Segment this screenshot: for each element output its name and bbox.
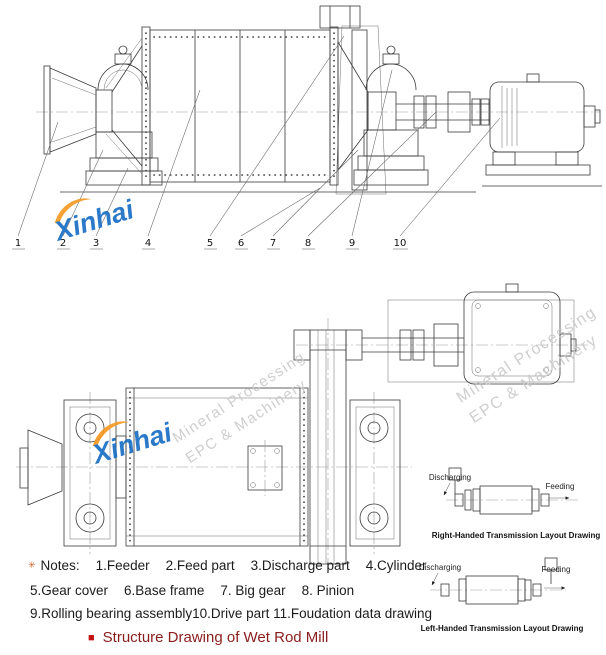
plan-view bbox=[16, 283, 590, 572]
notes-row-1: ✳ Notes: 1.Feeder 2.Feed part 3.Discharge pa… bbox=[28, 558, 443, 573]
part-number-row: 1 2 3 4 5 6 7 8 9 10 bbox=[12, 238, 408, 250]
note-item-cylinder: 4.Cylinder bbox=[365, 558, 427, 573]
note-item-bearing-drive-foundation: 9.Rolling bearing assembly10.Drive part … bbox=[30, 606, 432, 621]
drawing-title: ■ Structure Drawing of Wet Rod Mill bbox=[88, 629, 328, 646]
note-item-base-frame: 6.Base frame bbox=[124, 583, 205, 598]
part-number-3: 3 bbox=[93, 238, 99, 249]
part-number-8: 8 bbox=[305, 238, 311, 249]
leader-lines bbox=[17, 35, 501, 237]
part-number-4: 4 bbox=[145, 238, 151, 249]
notes-row-2: 5.Gear cover 6.Base frame 7. Big gear 8. Pi… bbox=[30, 583, 370, 598]
feeding-label-left: Feeding bbox=[542, 565, 571, 574]
note-item-big-gear: 7. Big gear bbox=[220, 583, 286, 598]
part-number-2: 2 bbox=[60, 238, 66, 249]
transmission-left-caption: Left-Handed Transmission Layout Drawing bbox=[421, 624, 584, 633]
drawing-title-text: Structure Drawing of Wet Rod Mill bbox=[102, 629, 329, 646]
notes-label: Notes: bbox=[40, 558, 80, 573]
part-number-1: 1 bbox=[15, 238, 21, 249]
note-item-discharge-part: 3.Discharge part bbox=[250, 558, 350, 573]
transmission-right-caption: Right-Handed Transmission Layout Drawing bbox=[432, 531, 601, 540]
title-bullet-icon: ■ bbox=[88, 632, 95, 644]
discharging-label-right: Discharging bbox=[429, 473, 471, 482]
transmission-left-diagram: Discharging Feeding Left-Handed Transmis… bbox=[419, 557, 584, 633]
note-item-feed-part: 2.Feed part bbox=[165, 558, 235, 573]
transmission-right-diagram: Discharging Feeding Right-Handed Transmi… bbox=[429, 467, 601, 540]
notes-row-3: 9.Rolling bearing assembly10.Drive part … bbox=[30, 606, 448, 621]
discharging-label-left: Discharging bbox=[419, 563, 461, 572]
part-number-5: 5 bbox=[207, 238, 213, 249]
note-item-feeder: 1.Feeder bbox=[95, 558, 150, 573]
part-number-7: 7 bbox=[270, 238, 276, 249]
notes-marker-icon: ✳ bbox=[28, 560, 36, 570]
note-item-pinion: 8. Pinion bbox=[301, 583, 355, 598]
side-elevation-view bbox=[36, 5, 602, 195]
part-number-10: 10 bbox=[394, 238, 407, 249]
note-item-gear-cover: 5.Gear cover bbox=[30, 583, 109, 598]
feeding-label-right: Feeding bbox=[546, 482, 575, 491]
part-number-9: 9 bbox=[349, 238, 355, 249]
part-number-6: 6 bbox=[238, 238, 244, 249]
